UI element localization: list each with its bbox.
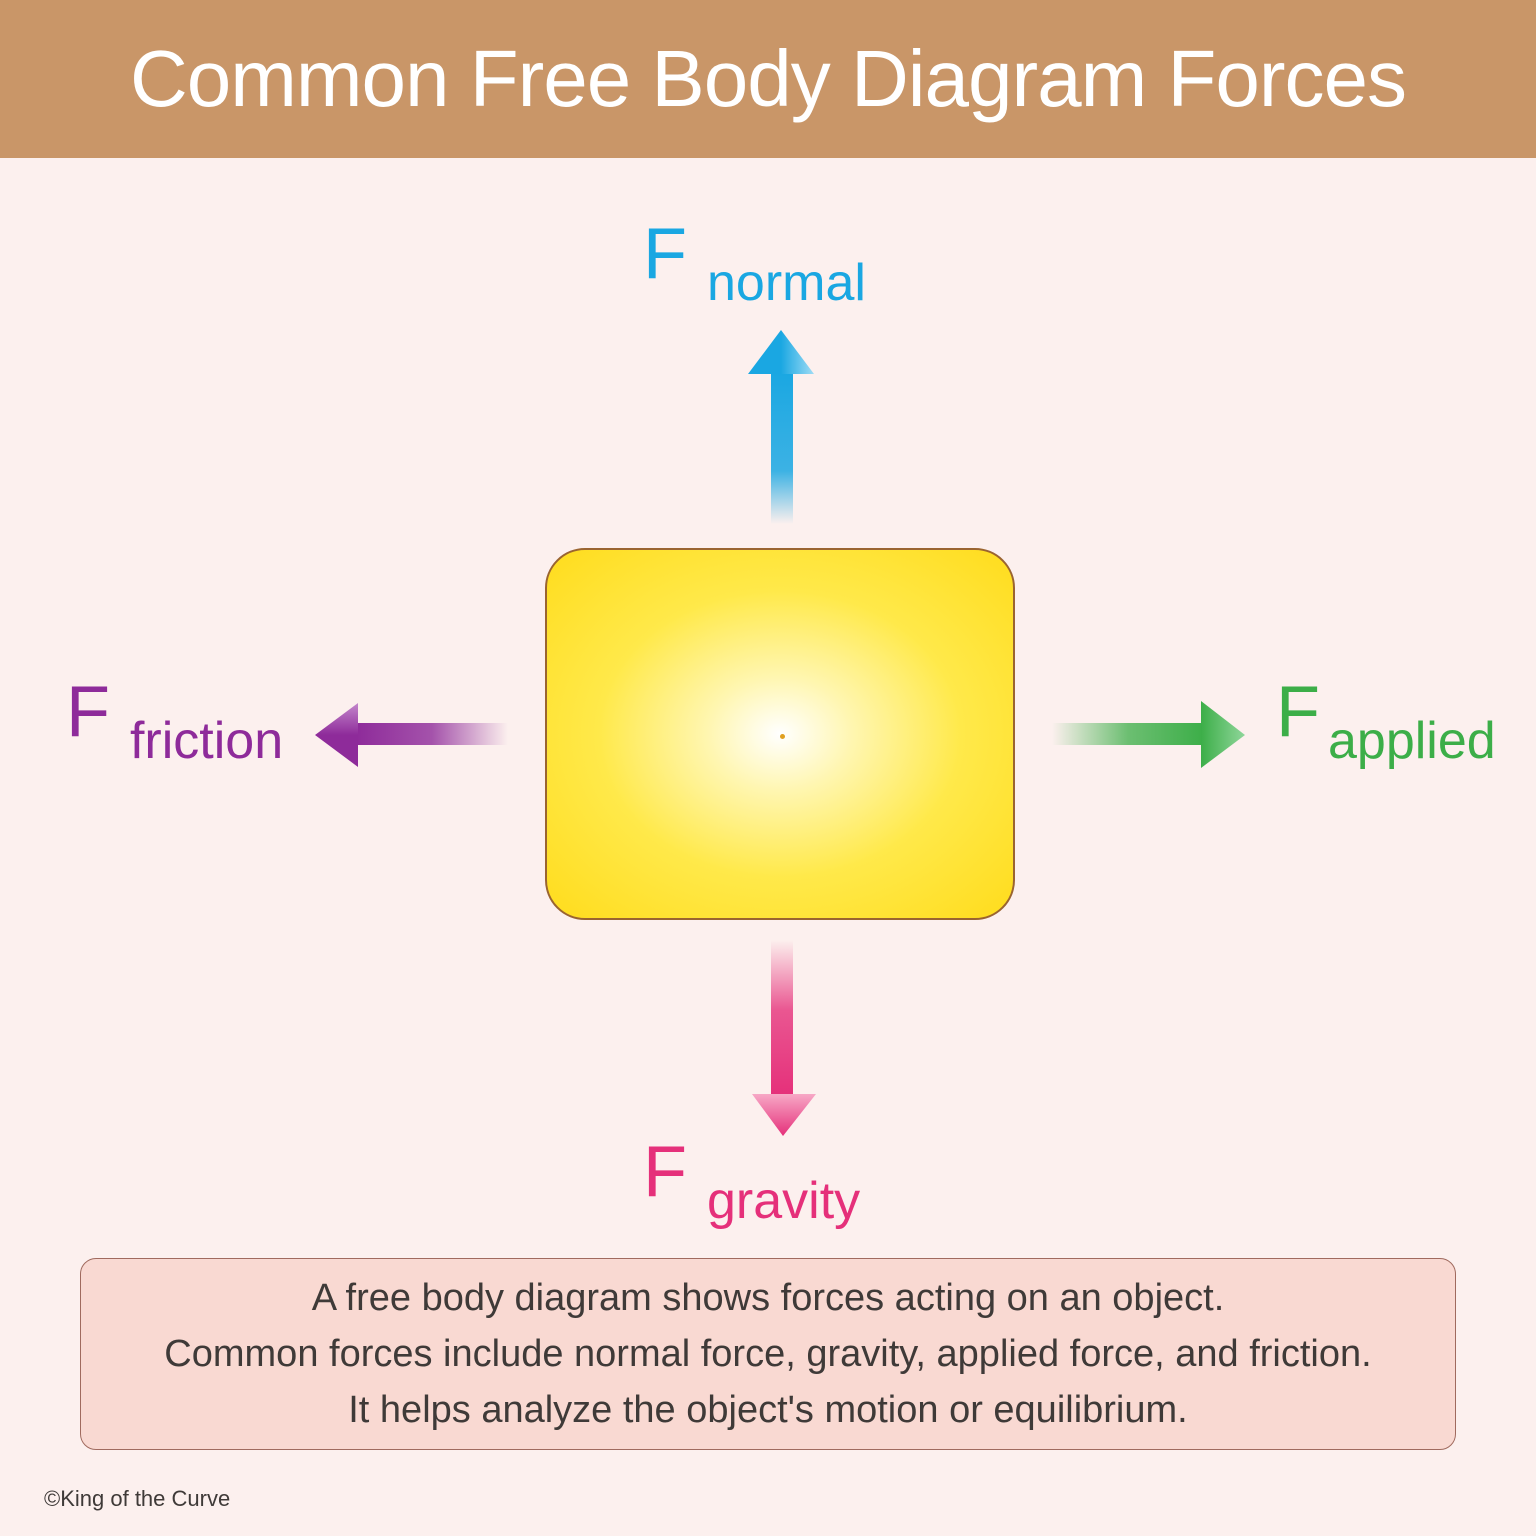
gravity-force-subscript: gravity <box>706 1172 861 1230</box>
copyright-notice: ©King of the Curve <box>44 1486 231 1511</box>
description-line: Common forces include normal force, grav… <box>164 1333 1372 1375</box>
gravity-force-arrow <box>752 940 816 1136</box>
center-of-mass-dot <box>780 734 785 739</box>
gravity-force-symbol: F <box>643 1132 687 1212</box>
normal-force-symbol: F <box>643 214 687 294</box>
object-block <box>545 548 1015 920</box>
applied-force-arrow <box>1052 701 1245 768</box>
normal-force-arrow <box>748 330 814 524</box>
friction-force-symbol: F <box>66 672 110 752</box>
applied-force-symbol: F <box>1276 672 1320 752</box>
description-line: It helps analyze the object's motion or … <box>348 1389 1188 1431</box>
friction-force-subscript: friction <box>129 712 284 770</box>
friction-force-arrow <box>315 703 508 767</box>
page-title: Common Free Body Diagram Forces <box>129 34 1407 123</box>
applied-force-subscript: applied <box>1327 712 1496 770</box>
title-banner: Common Free Body Diagram Forces <box>0 0 1536 158</box>
description-line: A free body diagram shows forces acting … <box>311 1277 1225 1319</box>
description-box: A free body diagram shows forces acting … <box>80 1258 1456 1450</box>
normal-force-subscript: normal <box>706 254 866 312</box>
